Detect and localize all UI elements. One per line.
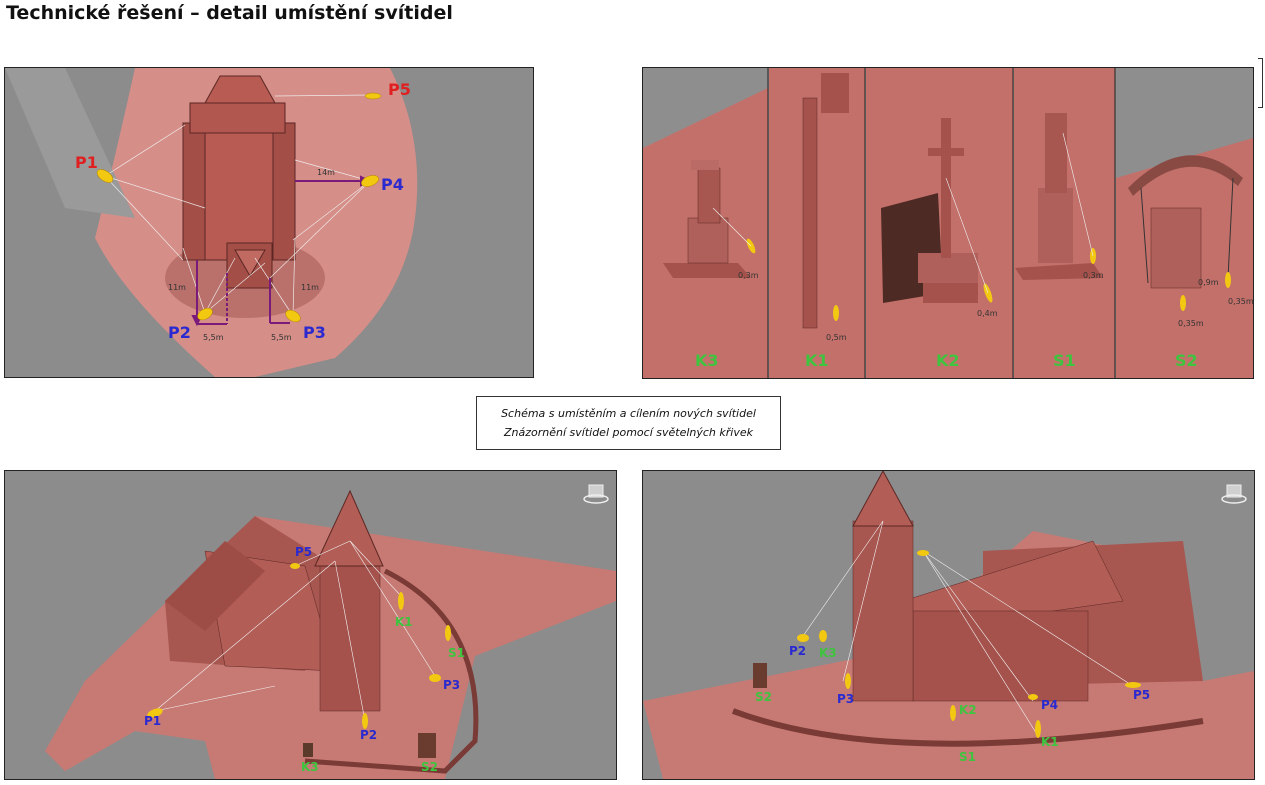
3d-view-2-panel[interactable]: P2 P3 P4 P5 K1 K2 K3 S1 S2	[642, 470, 1255, 780]
view1-label-p1: P1	[144, 714, 161, 728]
plan-dim-55m-right: 5,5m	[271, 333, 292, 342]
detail-s2-dim2: 0,35m	[1228, 297, 1253, 306]
detail-s1-dim: 0,3m	[1083, 271, 1104, 280]
plan-label-p4: P4	[381, 175, 404, 194]
plan-dim-14m: 14m	[317, 168, 335, 177]
view2-label-k1: K1	[1041, 735, 1059, 749]
page-title: Technické řešení – detail umístění svíti…	[6, 2, 453, 24]
bracket-mark	[1258, 58, 1263, 108]
view2-label-p2: P2	[789, 644, 806, 658]
detail-k1-label: K1	[805, 351, 829, 370]
detail-views-panel[interactable]: 0,3m K3 0,5m K1 0,4m K2	[642, 67, 1254, 379]
plan-label-p1: P1	[75, 153, 98, 172]
plan-dim-11m-left: 11m	[168, 283, 186, 292]
detail-k3: 0,3m K3	[643, 88, 768, 378]
detail-k2: 0,4m K2	[866, 68, 1013, 378]
plan-view-panel[interactable]: P1 P2 P3 P4 P5 14m 11m 11m 5,5m 5,5m	[4, 67, 534, 378]
view1-label-s2: S2	[421, 760, 438, 774]
viewcube-icon[interactable]	[1221, 484, 1247, 504]
detail-s2-dim3: 0,35m	[1178, 319, 1204, 328]
3d-view-1-panel[interactable]: P1 P2 P3 P5 K1 K3 S1 S2	[4, 470, 617, 780]
view2-label-p3: P3	[837, 692, 854, 706]
view2-label-p4: P4	[1041, 698, 1058, 712]
detail-k1-dim: 0,5m	[826, 333, 847, 342]
viewcube-icon[interactable]	[583, 484, 609, 504]
view1-label-s1: S1	[448, 646, 465, 660]
caption-line-1: Schéma s umístěním a cílením nových svít…	[501, 407, 756, 420]
detail-s1-label: S1	[1053, 351, 1076, 370]
view2-label-s2: S2	[755, 690, 772, 704]
caption-line-2: Znázornění svítidel pomocí světelných kř…	[503, 426, 753, 439]
view2-label-s1: S1	[959, 750, 976, 764]
detail-k3-label: K3	[695, 351, 719, 370]
detail-s2-label: S2	[1175, 351, 1198, 370]
plan-dim-11m-right: 11m	[301, 283, 319, 292]
view2-label-k2: K2	[959, 703, 977, 717]
detail-k1: 0,5m K1	[769, 68, 865, 378]
detail-k3-dim: 0,3m	[738, 271, 759, 280]
detail-s2: 0,9m 0,35m 0,35m S2	[1116, 138, 1253, 378]
detail-k2-label: K2	[936, 351, 960, 370]
view1-label-k3: K3	[301, 760, 319, 774]
plan-label-p3: P3	[303, 323, 326, 342]
view1-label-p5: P5	[295, 545, 312, 559]
plan-label-p2: P2	[168, 323, 191, 342]
view1-label-k1: K1	[395, 615, 413, 629]
caption-box: Schéma s umístěním a cílením nových svít…	[476, 396, 781, 450]
detail-s1: 0,3m S1	[1014, 68, 1115, 378]
detail-k2-dim: 0,4m	[977, 309, 998, 318]
view2-label-p5: P5	[1133, 688, 1150, 702]
view2-label-k3: K3	[819, 646, 837, 660]
plan-label-p5: P5	[388, 80, 411, 99]
detail-s2-dim1: 0,9m	[1198, 278, 1219, 287]
view1-label-p2: P2	[360, 728, 377, 742]
view1-label-p3: P3	[443, 678, 460, 692]
plan-dim-55m-left: 5,5m	[203, 333, 224, 342]
